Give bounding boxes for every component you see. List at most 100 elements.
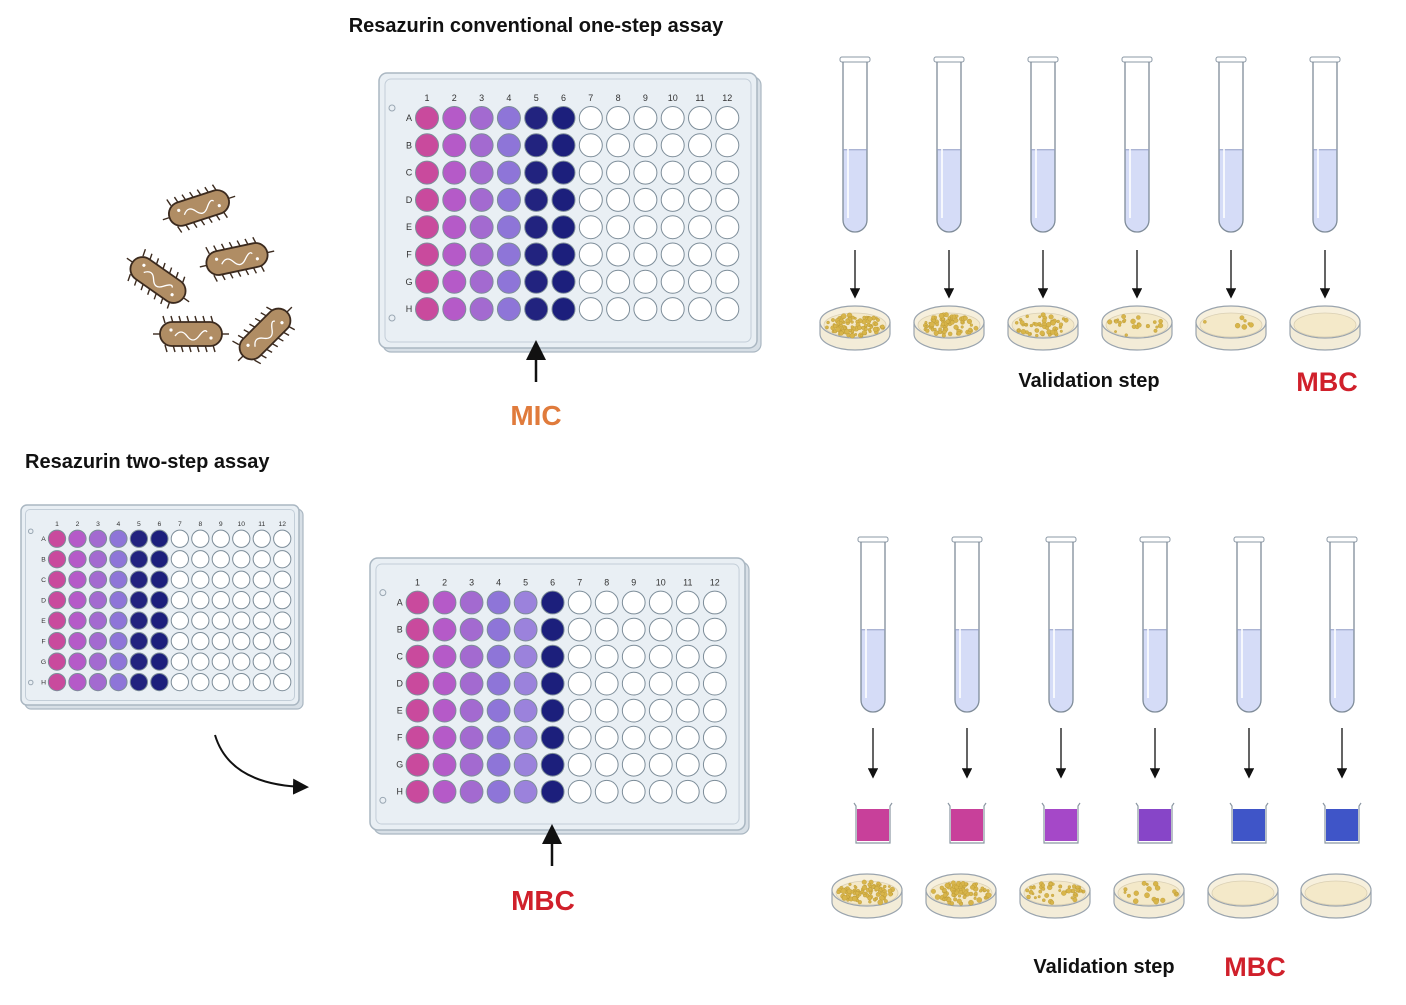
- plate-well: [191, 632, 210, 651]
- plate-well: [88, 632, 108, 651]
- colony: [1025, 314, 1029, 319]
- plate-well: [633, 242, 658, 267]
- plate-well: [633, 106, 658, 130]
- plate-well: [469, 133, 494, 158]
- plate-well: [675, 590, 700, 615]
- plate-well: [621, 779, 646, 804]
- colony: [1126, 893, 1131, 898]
- plate-well: [191, 611, 210, 630]
- plate-well: [702, 779, 727, 804]
- plate-well: [688, 106, 712, 130]
- plate-well: [68, 570, 87, 589]
- plate-well: [459, 752, 484, 777]
- bacteria-body: [205, 242, 269, 276]
- plate-well: [469, 269, 494, 294]
- plate-well: [606, 297, 631, 322]
- tube-rim: [839, 56, 871, 63]
- colony: [855, 891, 860, 896]
- plate-column-label: 10: [668, 93, 678, 103]
- colony: [883, 899, 888, 904]
- colony: [925, 324, 929, 328]
- colony: [868, 891, 873, 895]
- plate-well: [405, 644, 430, 669]
- tube-rim: [1027, 56, 1059, 63]
- tube-rim: [1139, 536, 1171, 543]
- plate-well: [567, 725, 592, 750]
- plate-well: [129, 611, 149, 630]
- colony: [1037, 895, 1041, 899]
- colony: [857, 325, 862, 330]
- mbc-label-top: MBC: [1296, 367, 1358, 397]
- dish-agar: [1199, 312, 1263, 338]
- plate-well: [273, 591, 292, 610]
- plate-well: [273, 652, 292, 671]
- mic-label: MIC: [510, 400, 561, 431]
- pilus: [162, 315, 166, 324]
- beaker-icon: [1229, 802, 1269, 844]
- plate-well: [675, 698, 700, 723]
- colony: [955, 314, 959, 318]
- bacteria-body: [129, 256, 187, 304]
- plate-well: [606, 106, 631, 130]
- colony: [852, 896, 858, 902]
- plate-well: [688, 187, 712, 212]
- bacteria-dot: [246, 343, 250, 347]
- plate-well: [129, 570, 149, 589]
- colony: [1034, 328, 1040, 333]
- plate-well: [273, 611, 292, 630]
- plate-well: [567, 779, 592, 804]
- plate-well: [540, 671, 565, 696]
- plate-well: [442, 133, 467, 158]
- colony: [957, 894, 962, 898]
- plate-column-label: 2: [452, 93, 457, 103]
- dish-agar: [1304, 880, 1368, 906]
- colony: [947, 316, 951, 320]
- plate-row-label: G: [405, 277, 412, 287]
- plate-well: [405, 752, 430, 777]
- plate-well: [486, 779, 511, 804]
- colony: [861, 885, 867, 891]
- validation-label-bottom: Validation step: [1033, 956, 1174, 978]
- colony: [1045, 326, 1049, 330]
- plate-inner-rim: [25, 509, 295, 701]
- plate-well: [594, 725, 619, 750]
- plate-well: [715, 106, 740, 130]
- tube-glass: [936, 62, 962, 233]
- colony: [940, 321, 946, 327]
- bacteria-icon: [153, 315, 229, 353]
- pilus: [142, 248, 147, 257]
- colony: [954, 890, 960, 896]
- plate-well: [524, 106, 549, 130]
- colony: [960, 320, 964, 324]
- plate-well: [415, 242, 439, 267]
- plate-well: [109, 529, 128, 548]
- beaker-icon: [947, 802, 987, 844]
- plate-well: [415, 187, 439, 212]
- plate-well: [442, 269, 467, 294]
- plate-well: [469, 297, 494, 322]
- plate-well: [648, 617, 673, 642]
- plate-column-label: 8: [616, 93, 621, 103]
- plate-well: [621, 644, 646, 669]
- colony: [1049, 900, 1055, 905]
- plate-well: [405, 725, 430, 750]
- plate-notch: [388, 104, 396, 112]
- plate-well: [232, 611, 251, 630]
- plate-well: [621, 590, 646, 615]
- tube-glass: [1030, 62, 1056, 233]
- plate-well: [702, 725, 727, 750]
- plate-well: [405, 590, 430, 615]
- plate-well: [68, 672, 87, 692]
- plate-well: [496, 133, 521, 158]
- colony: [881, 887, 885, 891]
- colony: [883, 884, 887, 889]
- plate-column-label: 6: [157, 521, 161, 528]
- colony: [958, 890, 963, 895]
- colony: [1061, 317, 1066, 321]
- colony: [1044, 893, 1050, 898]
- plate-notch: [28, 679, 34, 686]
- tube-liquid: [955, 629, 979, 712]
- plate-well: [633, 187, 658, 212]
- plate-well: [715, 242, 740, 267]
